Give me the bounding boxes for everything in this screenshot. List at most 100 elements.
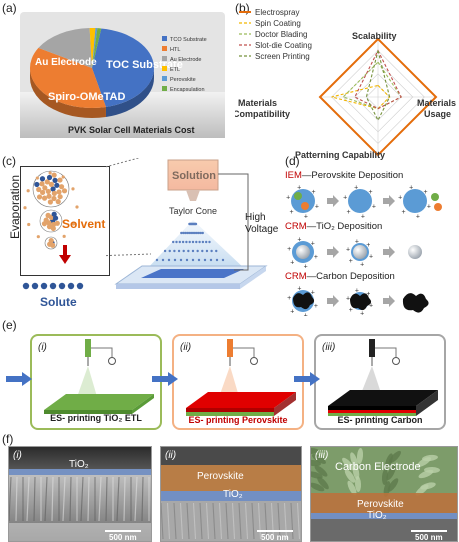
solvent-label: Solvent [62, 217, 106, 231]
radar-series-electrospray [318, 37, 438, 157]
sem3-scale: 500 nm [415, 533, 443, 542]
radar-legend-label-3: Slot-die Coating [255, 41, 312, 50]
svg-text:+: + [424, 189, 428, 196]
step-card-carbon: (iii) ES- printing Carbon [314, 334, 446, 430]
arrow-step-2-to-3 [294, 372, 320, 386]
pie-slice-tco-substrate [92, 28, 154, 107]
sem2-layer-tio2: TiO₂ [223, 489, 243, 500]
sem1-layer-tio2: TiO₂ [69, 459, 89, 470]
svg-text:+: + [287, 246, 291, 253]
svg-text:+: + [360, 262, 364, 269]
svg-text:+: + [369, 254, 373, 261]
svg-text:+: + [315, 203, 319, 210]
panel-d-label: (d) [285, 154, 300, 168]
legend-label-0: TCO Substrate [170, 37, 207, 43]
pie-chart: Au Electrode TOC Substrate Spiro-OMeTAD … [20, 27, 225, 138]
axis-materials-usage-1: Materials [417, 98, 456, 108]
arrow-into-step-1 [6, 372, 32, 386]
legend-swatch-2 [162, 56, 167, 61]
svg-text:+: + [312, 189, 316, 196]
legend-label-4: Perovskite [170, 77, 196, 83]
axis-materials-compat-1: Materials [238, 98, 277, 108]
svg-text:+: + [290, 260, 294, 267]
pie-slice-encapsulation [92, 28, 102, 68]
solution-label: Solution [172, 170, 216, 182]
svg-text:+: + [297, 236, 301, 243]
radar-legend-label-0: Electrospray [255, 8, 299, 17]
solute-dots [22, 282, 84, 290]
svg-text:+: + [349, 258, 353, 265]
slice-label-htl: Spiro-OMeTAD [48, 91, 125, 103]
sem-image-carbon: (iii) Carbon Electrode Perovskite TiO₂ 5… [310, 446, 458, 542]
radar-series-slot-die-coating [354, 49, 402, 110]
svg-text:+: + [354, 184, 358, 191]
sem2-layer-perovskite: Perovskite [197, 471, 244, 482]
svg-text:+: + [304, 313, 308, 316]
svg-text:+: + [289, 209, 293, 216]
solute-label: Solute [40, 295, 77, 309]
iem-title: —Perovskite Deposition [301, 170, 404, 181]
legend-swatch-4 [162, 76, 167, 81]
svg-text:+: + [369, 189, 373, 196]
svg-text:+: + [311, 240, 315, 247]
svg-text:+: + [361, 214, 365, 221]
radar-chart-frame: Scalability Materials Usage Patterning C… [233, 6, 457, 160]
svg-text:+: + [304, 214, 308, 221]
svg-text:+: + [287, 295, 291, 302]
step-card-tio2: (i) ES- printing TiO₂ ETL [30, 334, 162, 430]
tio2-stack [44, 339, 154, 414]
sem2-scale: 500 nm [261, 533, 289, 542]
crm-abbr-1: CRM [285, 221, 307, 232]
perovskite-stack [186, 339, 296, 416]
svg-text:+: + [398, 195, 402, 202]
crm-abbr-2: CRM [285, 271, 307, 282]
pie-wall-1 [30, 68, 106, 118]
radar-legend-label-4: Screen Printing [255, 52, 310, 61]
legend-swatch-1 [162, 46, 167, 51]
sem-num-3: (iii) [315, 450, 329, 461]
legend-label-3: ETL [170, 67, 180, 73]
svg-text:+: + [366, 291, 370, 298]
mechanism-crm-tio2-title: CRM—TiO₂ Deposition [285, 221, 382, 232]
step-card-perovskite: (ii) ES- printing Perovskite [172, 334, 304, 430]
legend-label-1: HTL [170, 47, 180, 53]
axis-materials-compat-2: Compatibility [235, 109, 290, 119]
svg-text:+: + [286, 195, 290, 202]
svg-text:+: + [401, 209, 405, 216]
sem-num-2: (ii) [165, 450, 177, 461]
svg-text:+: + [366, 242, 370, 249]
panel-c-label: (c) [2, 154, 16, 168]
radar-chart: Scalability Materials Usage Patterning C… [233, 8, 456, 160]
svg-text:+: + [343, 195, 347, 202]
iem-abbr: IEM [285, 170, 302, 181]
sem1-scale: 500 nm [109, 533, 137, 542]
legend-swatch-5 [162, 86, 167, 91]
axis-materials-usage-2: Usage [424, 109, 451, 119]
svg-text:+: + [346, 209, 350, 216]
svg-text:+: + [290, 309, 294, 316]
sem-image-perovskite: (ii) Perovskite TiO₂ 500 nm [160, 446, 302, 542]
sem-tio2-texture [9, 447, 151, 541]
step-caption-carbon: ES- printing Carbon [337, 415, 423, 425]
sem-num-1: (i) [13, 450, 22, 461]
svg-text:+: + [409, 184, 413, 191]
step-num-2: (ii) [180, 342, 192, 353]
svg-text:+: + [427, 203, 431, 210]
legend-swatch-0 [162, 36, 167, 41]
svg-text:+: + [346, 246, 350, 253]
pie-wall-0 [105, 68, 154, 117]
svg-text:+: + [349, 307, 353, 314]
svg-text:+: + [372, 203, 376, 210]
high-voltage-label: High Voltage [245, 212, 278, 236]
sem-carbon-texture [311, 447, 457, 541]
svg-text:+: + [346, 295, 350, 302]
axis-scalability: Scalability [352, 31, 397, 41]
arrow-step-1-to-2 [152, 372, 178, 386]
mechanism-drawings: ++++++++++++++++++++++++++++++++++++++++… [286, 184, 442, 316]
svg-text:+: + [360, 311, 364, 316]
high-voltage-line-1: High [245, 212, 266, 223]
pie-slice-au-electrode [38, 28, 92, 69]
mechanism-crm-carbon-title: CRM—Carbon Deposition [285, 271, 395, 282]
svg-text:+: + [416, 214, 420, 221]
step-caption-tio2: ES- printing TiO₂ ETL [50, 413, 142, 423]
